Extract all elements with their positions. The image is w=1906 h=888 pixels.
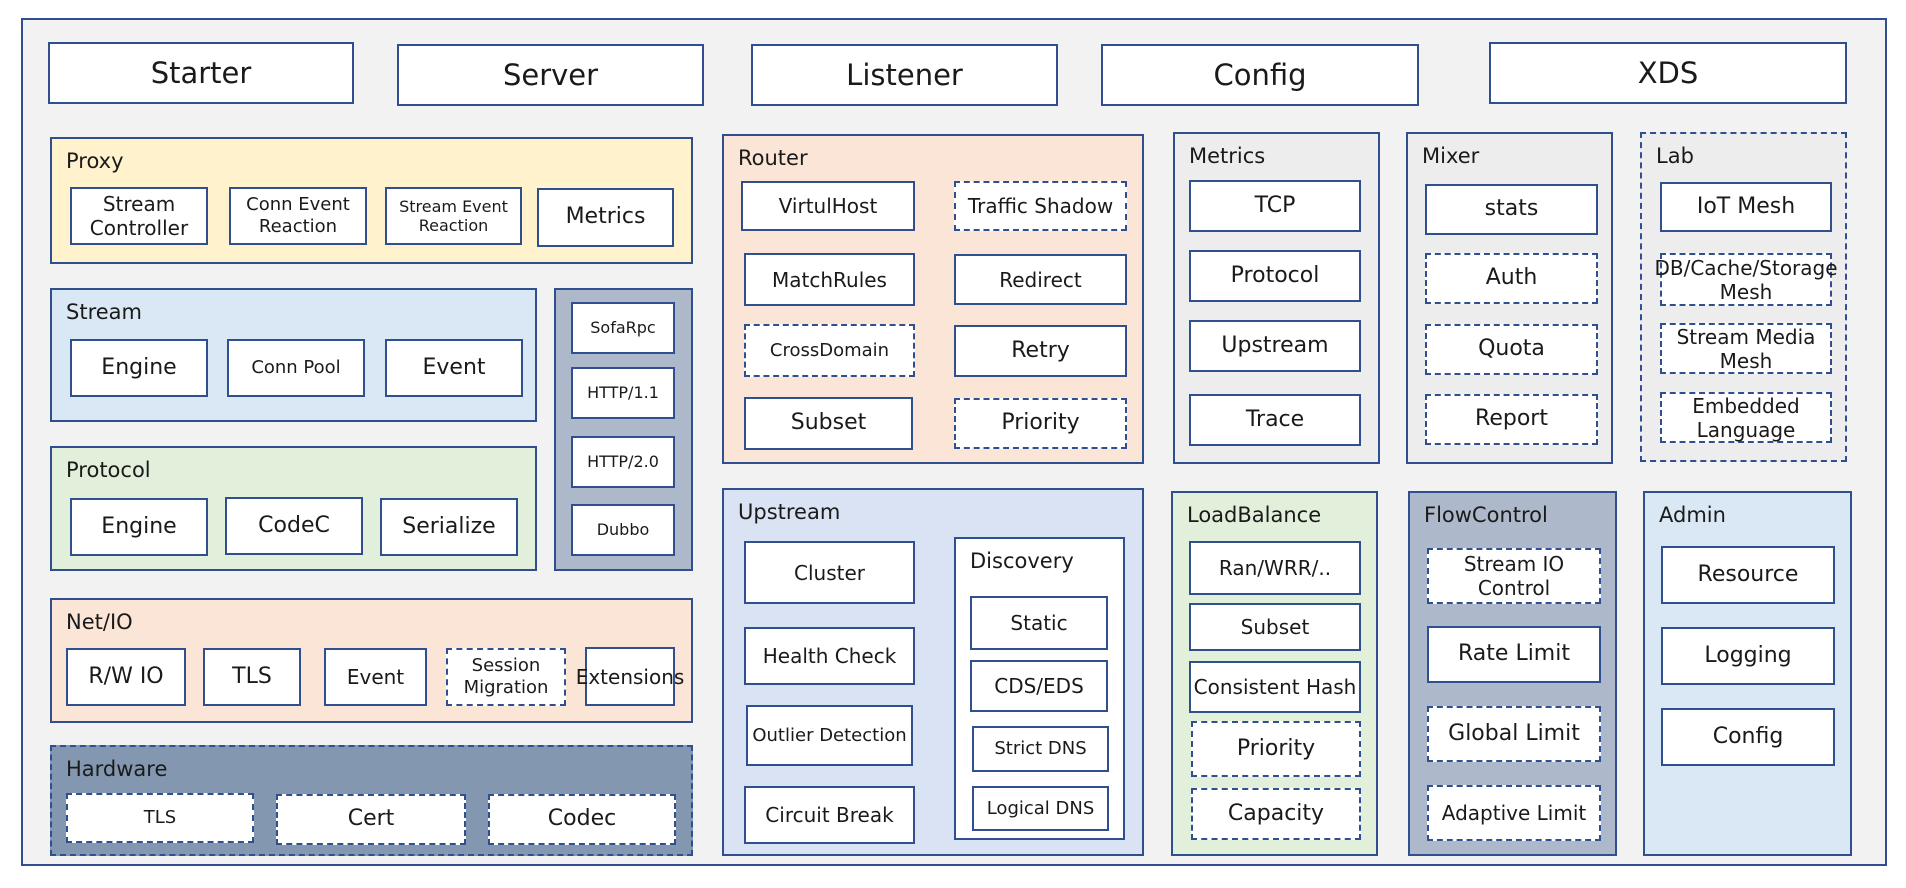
admin-title: Admin <box>1659 503 1726 527</box>
consistent-hash-box: Consistent Hash <box>1189 661 1361 713</box>
ran-wrr-box: Ran/WRR/.. <box>1189 541 1361 595</box>
sofarpc-box: SofaRpc <box>571 302 675 354</box>
hardware-codec-box: Codec <box>488 794 676 845</box>
lb-priority-box: Priority <box>1191 721 1361 777</box>
trace-box: Trace <box>1189 394 1361 446</box>
stream-engine-box: Engine <box>70 339 208 397</box>
xds-module: XDS <box>1489 42 1847 104</box>
cert-box: Cert <box>276 794 466 845</box>
session-migration-box: Session Migration <box>446 648 566 706</box>
codec-box: CodeC <box>225 497 363 555</box>
cds-eds-box: CDS/EDS <box>970 660 1108 712</box>
protocol-title: Protocol <box>66 458 151 482</box>
virtulhost-box: VirtulHost <box>741 181 915 231</box>
storage-mesh-box: DB/Cache/Storage Mesh <box>1654 253 1838 306</box>
proxy-title: Proxy <box>66 149 124 173</box>
netio-title: Net/IO <box>66 610 133 634</box>
extensions-box: Extensions <box>576 647 684 706</box>
cluster-box: Cluster <box>744 541 915 604</box>
stream-controller-box: Stream Controller <box>70 187 208 245</box>
dubbo-box: Dubbo <box>571 504 675 556</box>
lab-title: Lab <box>1656 144 1694 168</box>
logging-box: Logging <box>1661 627 1835 685</box>
hardware-title: Hardware <box>66 757 168 781</box>
metrics-upstream-box: Upstream <box>1189 320 1361 372</box>
subset-box: Subset <box>744 397 913 450</box>
matchrules-box: MatchRules <box>744 253 915 306</box>
stats-box: stats <box>1425 184 1598 235</box>
server-module: Server <box>397 44 704 106</box>
strict-dns-box: Strict DNS <box>972 726 1109 772</box>
logical-dns-box: Logical DNS <box>972 786 1109 831</box>
health-check-box: Health Check <box>744 627 915 685</box>
report-box: Report <box>1425 394 1598 445</box>
flowcontrol-title: FlowControl <box>1424 503 1548 527</box>
mixer-title: Mixer <box>1422 144 1480 168</box>
serialize-box: Serialize <box>380 498 518 556</box>
admin-config-box: Config <box>1661 708 1835 766</box>
netio-tls-box: TLS <box>203 648 301 706</box>
resource-box: Resource <box>1661 546 1835 604</box>
retry-box: Retry <box>954 325 1127 377</box>
outlier-detection-box: Outlier Detection <box>746 705 913 766</box>
embedded-language-box: Embedded Language <box>1660 392 1832 443</box>
protocol-engine-box: Engine <box>70 498 208 556</box>
discovery-title: Discovery <box>970 549 1074 573</box>
iot-mesh-box: IoT Mesh <box>1660 182 1832 232</box>
tcp-box: TCP <box>1189 180 1361 232</box>
auth-box: Auth <box>1425 253 1598 304</box>
http11-box: HTTP/1.1 <box>571 367 675 419</box>
traffic-shadow-box: Traffic Shadow <box>954 181 1127 231</box>
conn-event-reaction-box: Conn Event Reaction <box>229 187 367 245</box>
router-title: Router <box>738 146 808 170</box>
redirect-box: Redirect <box>954 254 1127 305</box>
rate-limit-box: Rate Limit <box>1427 626 1601 683</box>
lb-subset-box: Subset <box>1189 603 1361 651</box>
static-box: Static <box>970 596 1108 650</box>
stream-title: Stream <box>66 300 142 324</box>
crossdomain-box: CrossDomain <box>744 324 915 377</box>
quota-box: Quota <box>1425 324 1598 375</box>
router-priority-box: Priority <box>954 398 1127 449</box>
metrics-protocol-box: Protocol <box>1189 250 1361 302</box>
capacity-box: Capacity <box>1191 788 1361 840</box>
stream-media-mesh-box: Stream Media Mesh <box>1660 323 1832 374</box>
conn-pool-box: Conn Pool <box>227 339 365 397</box>
http20-box: HTTP/2.0 <box>571 436 675 488</box>
config-module: Config <box>1101 44 1419 106</box>
metrics-title: Metrics <box>1189 144 1266 168</box>
global-limit-box: Global Limit <box>1427 706 1601 762</box>
stream-event-reaction-box: Stream Event Reaction <box>385 187 522 245</box>
upstream-title: Upstream <box>738 500 841 524</box>
starter-module: Starter <box>48 42 354 104</box>
loadbalance-title: LoadBalance <box>1187 503 1322 527</box>
proxy-metrics-box: Metrics <box>537 188 674 247</box>
stream-io-control-box: Stream IO Control <box>1427 548 1601 604</box>
hardware-tls-box: TLS <box>66 793 254 843</box>
adaptive-limit-box: Adaptive Limit <box>1427 785 1601 841</box>
netio-event-box: Event <box>324 648 427 706</box>
stream-event-box: Event <box>385 339 523 397</box>
circuit-break-box: Circuit Break <box>744 786 915 844</box>
rw-io-box: R/W IO <box>66 648 186 706</box>
listener-module: Listener <box>751 44 1058 106</box>
